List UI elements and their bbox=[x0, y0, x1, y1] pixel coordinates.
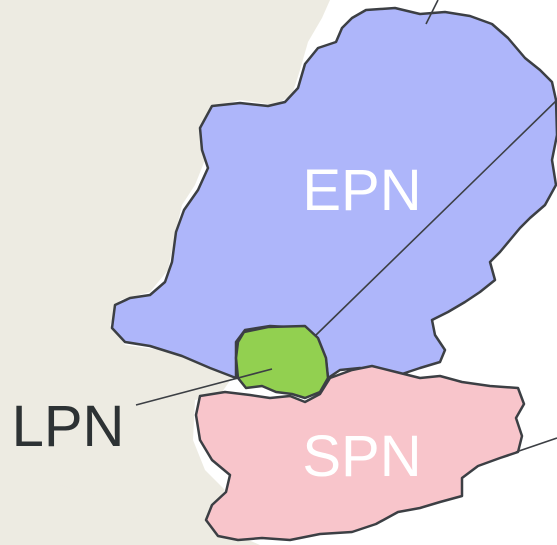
label-epn: EPN bbox=[302, 158, 421, 223]
land-lower-edge bbox=[0, 470, 210, 545]
leader-line-lpn bbox=[135, 368, 273, 406]
leader-line-top bbox=[425, 0, 439, 25]
land-background bbox=[0, 0, 330, 545]
leader-line-right bbox=[515, 437, 557, 453]
region-lpn[interactable] bbox=[234, 324, 330, 400]
label-lpn: LPN bbox=[12, 394, 125, 459]
region-spn[interactable] bbox=[194, 364, 526, 542]
leader-line-diagonal bbox=[315, 99, 557, 336]
label-spn: SPN bbox=[302, 424, 421, 489]
